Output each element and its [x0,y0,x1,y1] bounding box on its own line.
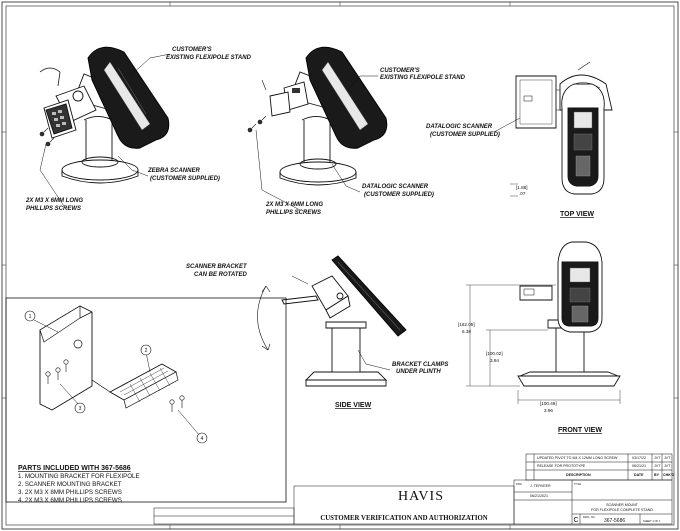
dimension-labels: [1.88] .07 [162.05] 6.38 [100.02] 3.94 [… [458,185,557,413]
zebra-scanner-callout-2: (CUSTOMER SUPPLIED) [150,176,220,182]
company-logo: HAVIS [398,489,444,504]
rev-2-by: JVT [654,464,661,468]
front-view [466,241,621,404]
front-view-label: FRONT VIEW [558,427,602,434]
height-mid-dim-2: 3.94 [490,358,499,363]
height-overall-dim-1: [162.05] [458,322,475,327]
drawing-title-1: SCANNER MOUNT [606,503,639,507]
clamps-callout-2: UNDER PLINTH [396,369,441,375]
sheet-size: C [573,517,578,524]
drawn-label: DRN [516,482,522,486]
dl-screws-callout-1: 2X M3 X 6MM LONG [265,202,323,208]
revision-table: UPDATED PIVOT TO M4 X 12MM LONG SCREW 03… [537,456,675,477]
iso-view-datalogic [247,46,388,186]
rev-1-chk: JVT [664,456,671,460]
balloon-2: 2 [145,348,148,354]
zebra-stand-callout-1: CUSTOMER'S [172,47,212,53]
sheet-number: SHEET 1 OF 1 [643,519,661,523]
dwg-no-label: DWG. NO. [583,515,596,519]
balloon-4: 4 [201,436,204,442]
parts-item-2: 2. SCANNER MOUNTING BRACKET [18,481,122,488]
top-view [510,61,613,197]
parts-item-1: 1. MOUNTING BRACKET FOR FLEXIPOLE [18,473,140,480]
zebra-screws-callout-1: 2X M3 X 6MM LONG [25,198,83,204]
parts-list: PARTS INCLUDED WITH 367-5686 1. MOUNTING… [18,465,140,504]
dl-scanner-callout-2: (CUSTOMER SUPPLIED) [364,192,434,198]
zebra-stand-callout-2: EXISTING FLEXIPOLE STAND [166,55,252,61]
top-view-label: TOP VIEW [560,211,594,218]
side-view-label: SIDE VIEW [335,402,372,409]
view-labels: TOP VIEW SIDE VIEW FRONT VIEW [335,211,602,434]
callout-leaders [39,53,521,371]
iso-view-zebra [39,46,170,184]
title-block-lines [153,453,673,525]
balloon-1: 1 [29,314,32,320]
rev-1-date: 03/17/22 [632,456,646,460]
callout-labels: CUSTOMER'S EXISTING FLEXIPOLE STAND ZEBR… [25,47,500,375]
balloon-3: 3 [79,406,82,412]
rotate-callout-1: SCANNER BRACKET [186,264,248,270]
rev-header-date: DATE [634,473,644,477]
height-mid-dim-1: [100.02] [486,351,503,356]
drawing-title-2: FOR FLEXIPOLE COMPLETE STAND [591,508,653,512]
base-width-dim-2: 3.96 [544,408,553,413]
side-view [257,255,407,387]
height-overall-dim-2: 6.38 [462,329,471,334]
clamps-callout-1: BRACKET CLAMPS [392,362,448,368]
rev-header-desc: DESCRIPTION [566,473,591,477]
dl-screws-callout-2: PHILLIPS SCREWS [266,210,321,216]
parts-title: PARTS INCLUDED WITH 367-5686 [18,465,131,472]
zebra-scanner-callout-1: ZEBRA SCANNER [147,168,200,174]
top-depth-dim-2: .07 [519,191,526,196]
base-width-dim-1: [100.49] [540,401,557,406]
drawn-by: J. TERVEER [530,484,551,488]
rev-1-by: JVT [654,456,661,460]
zebra-screws-callout-2: PHILLIPS SCREWS [26,206,81,212]
dl-scanner-callout-1: DATALOGIC SCANNER [362,184,429,190]
dl-stand-callout-1: CUSTOMER'S [380,68,420,74]
title-label: TITLE [574,482,581,486]
dwg-no: 367-5686 [604,518,625,524]
rev-header-chk: CHK'D [663,473,675,477]
parts-panel [5,297,287,503]
drawn-date: 06/21/2021 [530,494,548,498]
verification-title: CUSTOMER VERIFICATION AND AUTHORIZATION [320,515,487,522]
dl-stand-callout-2: EXISTING FLEXIPOLE STAND [380,75,466,81]
title-block: DRN J. TERVEER 06/21/2021 HAVIS TITLE SC… [320,482,660,524]
parts-item-3: 3. 2X M3 X 8MM PHILLIPS SCREWS [18,489,122,496]
top-scanner-callout-1: DATALOGIC SCANNER [426,124,493,130]
rev-header-by: BY [654,473,660,477]
rev-1-desc: UPDATED PIVOT TO M4 X 12MM LONG SCREW [537,456,618,460]
rev-2-desc: RELEASE FOR PROTOTYPE [537,464,586,468]
rotate-callout-2: CAN BE ROTATED [194,272,247,278]
parts-item-4: 4. 2X M3 X 6MM PHILLIPS SCREWS [18,497,122,504]
rev-2-chk: JVT [664,464,671,468]
rev-2-date: 06/21/21 [632,464,646,468]
top-scanner-callout-2: (CUSTOMER SUPPLIED) [430,132,500,138]
top-depth-dim-1: [1.88] [516,185,528,190]
part-balloons: 1 2 3 4 [29,314,204,442]
